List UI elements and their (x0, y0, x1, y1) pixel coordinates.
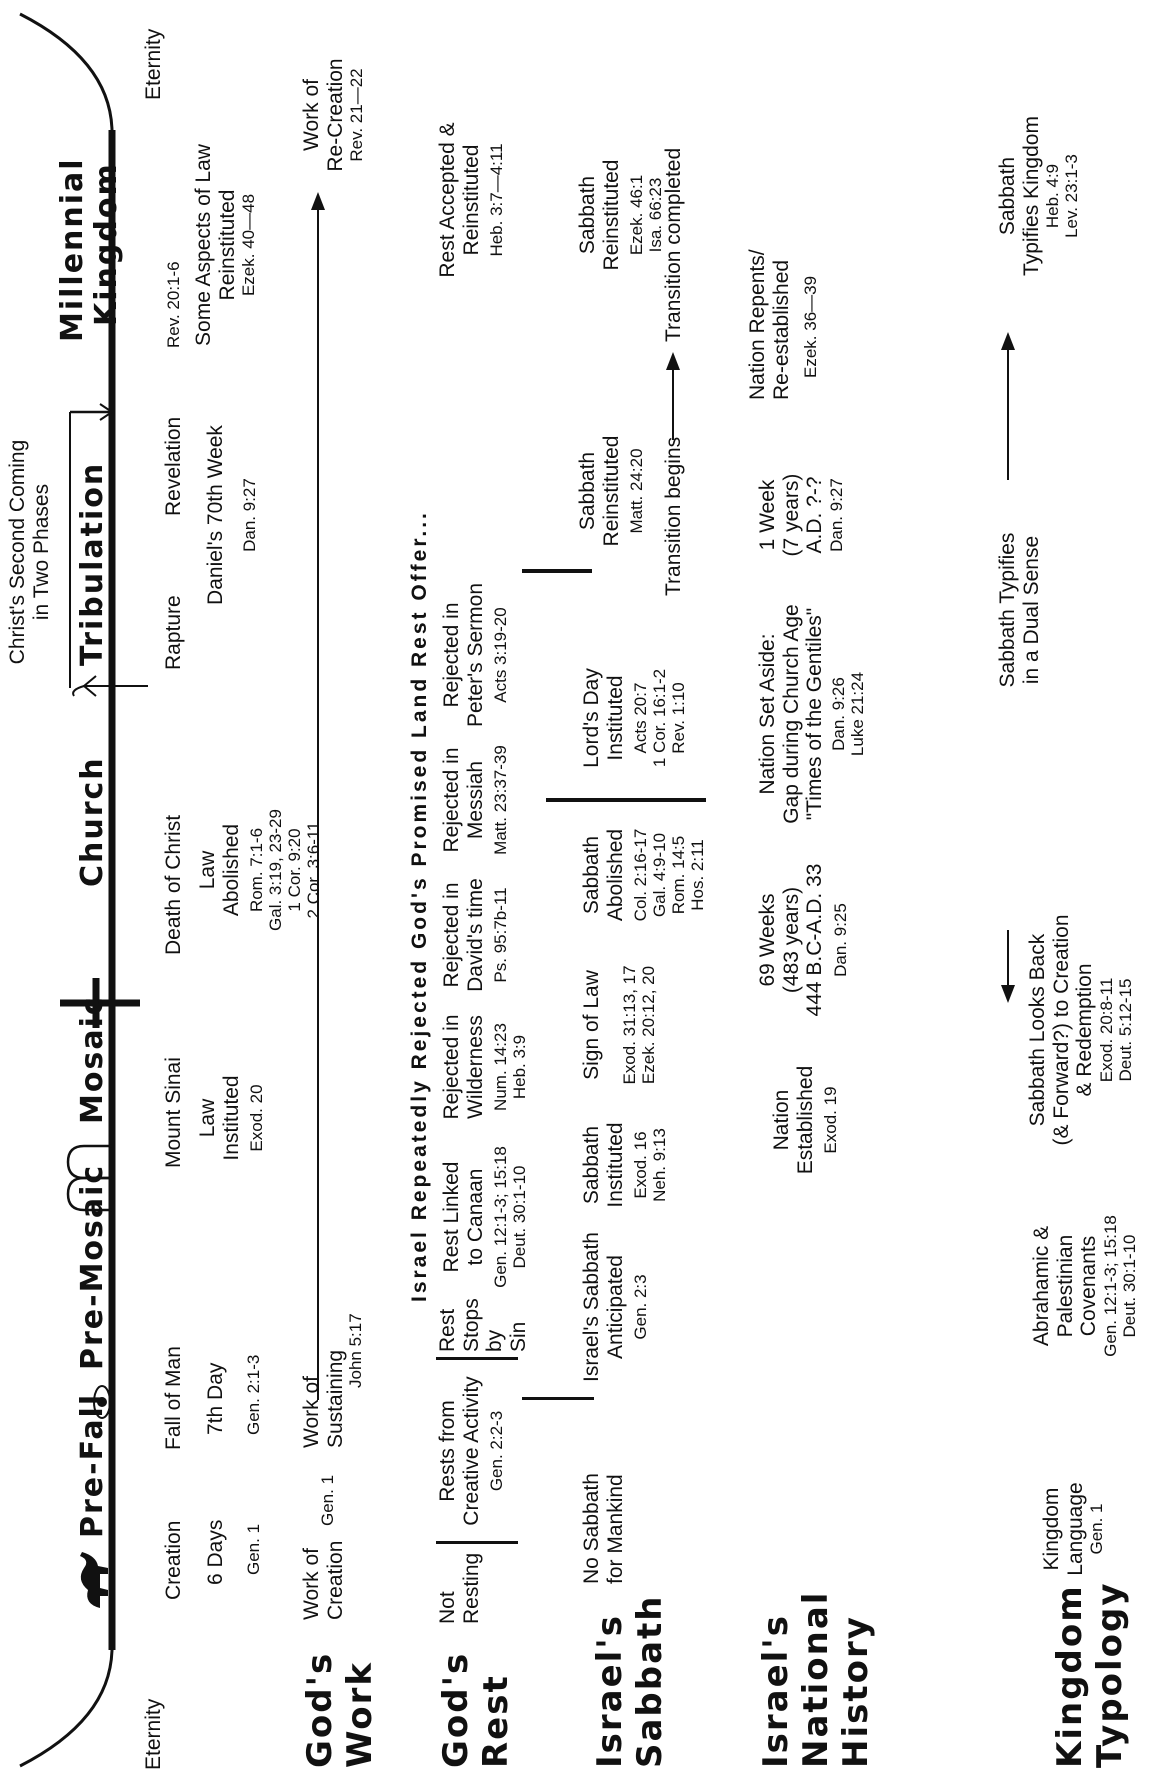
note-daniel-70th-week: Daniel's 70th Week Dan. 9:27 (204, 425, 259, 605)
eternity-right-arc (19, 12, 114, 131)
sabbath-divider-1 (522, 1397, 594, 1400)
event-death-of-christ: Death of Christ (162, 814, 185, 955)
work-of-creation-ref: Gen. 1 (318, 1474, 337, 1526)
rest-accepted: Rest Accepted &Reinstituted Heb. 3:7—4:1… (436, 122, 507, 278)
rest-divider-2 (436, 1357, 518, 1360)
eternity-end: Eternity (142, 28, 165, 100)
era-tribulation: Tribulation (75, 461, 110, 666)
era-pre-mosaic: Pre-Mosaic (75, 1163, 110, 1370)
transition-completed: Transition completed (662, 147, 685, 342)
sabbath-divider-3 (522, 569, 592, 573)
cross-icon (60, 978, 140, 1028)
dinosaur-icon (80, 1552, 108, 1608)
rest-divider-1 (436, 1541, 518, 1544)
abrahamic-covenants: Abrahamic &Palestinian Covenants Gen. 12… (1030, 1215, 1139, 1357)
work-of-sustaining-ref: John 5:17 (346, 1313, 365, 1388)
nation-repents: Nation Repents/Re-established Ezek. 36—3… (746, 249, 821, 400)
event-rev-ref: Rev. 20:1-6 (164, 261, 183, 348)
event-revelation: Revelation (162, 416, 185, 516)
eternity-left-arc (19, 1649, 114, 1768)
sabbath-looks-back: Sabbath Looks Back(& Forward?) to Creati… (1026, 914, 1135, 1146)
event-mount-sinai: Mount Sinai (162, 1057, 185, 1168)
transition-begins: Transition begins (662, 436, 685, 596)
era-mosaic: Mosaic (75, 995, 110, 1124)
sabbath-divider-2 (546, 798, 706, 802)
rest-offer-header: Israel Repeatedly Rejected God's Promise… (408, 510, 431, 1302)
eye-icon (93, 1385, 111, 1419)
note-six-days: 6 Days (204, 1519, 227, 1585)
sixty-nine-weeks: 69 Weeks(483 years) 444 B.C-A.D. 33 Dan.… (756, 863, 850, 1017)
era-church: Church (75, 756, 110, 887)
event-creation: Creation (162, 1520, 185, 1600)
one-week: 1 Week(7 years) A.D. ?-? Dan. 9:27 (756, 473, 846, 557)
event-fall-of-man: Fall of Man (162, 1346, 185, 1450)
note-seventh-day-ref: Gen. 2:1-3 (244, 1354, 263, 1435)
era-pre-fall: Pre-Fall (75, 1392, 110, 1538)
era-kingdom: Kingdom (89, 162, 124, 326)
nation-set-aside: Nation Set Aside:Gap during Church Age "… (756, 604, 867, 824)
note-seventh-day: 7th Day (204, 1362, 227, 1435)
sign-of-law: Sign of Law Exod. 31:13, 17 Ezek. 20:12,… (580, 965, 658, 1085)
tablets-icon (66, 1144, 112, 1212)
note-six-days-ref: Gen. 1 (244, 1523, 263, 1575)
era-millennial: Millennial (55, 157, 90, 342)
event-rapture: Rapture (162, 595, 185, 670)
eternity-start: Eternity (142, 1698, 165, 1770)
